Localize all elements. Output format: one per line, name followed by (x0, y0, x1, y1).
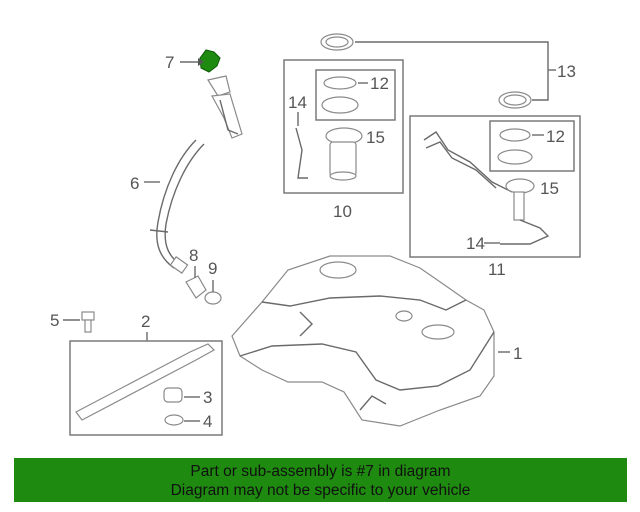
part-14-sensor-left (295, 127, 308, 179)
leader-13 (355, 41, 549, 101)
callout-13: 13 (557, 62, 576, 81)
callout-7: 7 (165, 53, 174, 72)
callout-15a: 15 (366, 128, 385, 147)
arrow-7 (198, 58, 204, 66)
part-3-insulator (163, 387, 183, 403)
box-11 (409, 115, 581, 258)
callout-4: 4 (203, 412, 212, 431)
banner-line-1: Part or sub-assembly is #7 in diagram (190, 463, 451, 480)
part-7-highlighted[interactable] (199, 49, 221, 73)
callout-12b: 12 (546, 127, 565, 146)
callout-11: 11 (488, 260, 506, 279)
part-10-fuel-pump (325, 127, 363, 181)
callout-3: 3 (203, 388, 212, 407)
part-15-gasket-right (497, 149, 533, 165)
callout-2: 2 (141, 312, 150, 331)
part-5-bolt (81, 311, 95, 333)
callout-14a: 14 (288, 93, 307, 112)
callout-15b: 15 (540, 179, 559, 198)
part-9-clamp (204, 291, 222, 305)
part-1-fuel-tank (231, 255, 495, 427)
part-12-seal-right (499, 128, 531, 142)
part-15-gasket-left (321, 96, 359, 114)
part-2-strap (75, 343, 215, 421)
box-10 (283, 59, 404, 194)
callout-14b: 14 (466, 234, 485, 253)
callout-1: 1 (513, 344, 522, 363)
callout-12a: 12 (370, 74, 389, 93)
callout-10: 10 (333, 202, 352, 221)
callout-5: 5 (50, 311, 59, 330)
banner-line-2: Diagram may not be specific to your vehi… (170, 482, 471, 499)
part-13-lock-ring-b (498, 91, 532, 109)
callout-6: 6 (130, 174, 139, 193)
part-4-washer (164, 414, 184, 426)
part-12-seal-left (323, 76, 357, 90)
box-15-right (489, 120, 575, 172)
box-2 (69, 340, 223, 436)
callout-8: 8 (189, 246, 198, 265)
callout-9: 9 (208, 259, 217, 278)
info-banner: Part or sub-assembly is #7 in diagram Di… (14, 458, 627, 502)
box-15-left (315, 69, 396, 121)
part-11-sender-unit (423, 131, 550, 245)
part-13-lock-ring-a (320, 33, 354, 51)
part-8-hose (185, 275, 207, 299)
part-6-filler-pipe (149, 75, 243, 274)
